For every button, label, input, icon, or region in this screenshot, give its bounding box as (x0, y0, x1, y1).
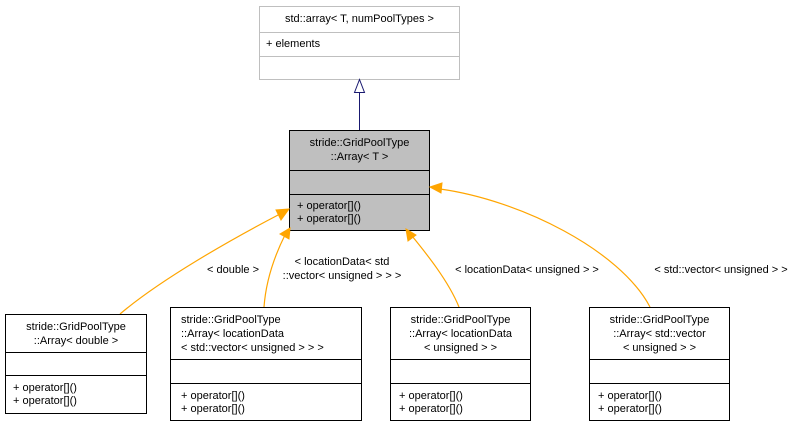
template-edge-double: < double > (119, 208, 291, 315)
derived-double-method: + operator[]() (13, 395, 77, 407)
derived-locationdata-vector-method: + operator[]() (181, 403, 245, 415)
derived-vector-unsigned-method: + operator[]() (598, 403, 662, 415)
base-class-title: std::array< T, numPoolTypes > (285, 13, 434, 25)
derived-locationdata-vector-title-line1: stride::GridPoolType (181, 314, 281, 326)
edge-label-vector-unsigned: < std::vector< unsigned > > (654, 264, 787, 276)
base-class-box[interactable]: std::array< T, numPoolTypes > + elements (259, 6, 460, 80)
derived-vector-unsigned-title-line1: stride::GridPoolType (610, 314, 710, 326)
template-edge-vector-unsigned: < std::vector< unsigned > > (428, 182, 788, 308)
main-class-method: + operator[]() (297, 200, 361, 212)
derived-locationdata-vector-title-line2: ::Array< locationData (181, 328, 285, 340)
derived-locationdata-unsigned-title-line1: stride::GridPoolType (411, 314, 511, 326)
derived-locationdata-unsigned-method: + operator[]() (399, 390, 463, 402)
edge-label-double: < double > (207, 264, 259, 276)
main-class-box[interactable]: stride::GridPoolType ::Array< T > + oper… (289, 130, 430, 231)
derived-double-title-line1: stride::GridPoolType (26, 321, 126, 333)
derived-class-locationdata-unsigned-box[interactable]: stride::GridPoolType ::Array< locationDa… (390, 307, 531, 421)
edge-label-locationdata-vector-line2: ::vector< unsigned > > > (283, 270, 402, 282)
main-class-method: + operator[]() (297, 213, 361, 225)
template-edge-locationdata-unsigned: < locationData< unsigned > > (405, 228, 599, 308)
main-class-title-line2: ::Array< T > (331, 151, 389, 163)
derived-double-title-line2: ::Array< double > (34, 335, 118, 347)
derived-locationdata-unsigned-title-line3: < unsigned > > (424, 342, 497, 354)
edge-label-locationdata-unsigned: < locationData< unsigned > > (455, 264, 599, 276)
derived-vector-unsigned-title-line2: ::Array< std::vector (613, 328, 706, 340)
base-class-attribute: + elements (266, 38, 321, 50)
derived-locationdata-vector-title-line3: < std::vector< unsigned > > > (181, 342, 324, 354)
edge-label-locationdata-vector-line1: < locationData< std (295, 256, 390, 268)
derived-vector-unsigned-method: + operator[]() (598, 390, 662, 402)
derived-double-method: + operator[]() (13, 382, 77, 394)
derived-locationdata-unsigned-method: + operator[]() (399, 403, 463, 415)
derived-class-double-box[interactable]: stride::GridPoolType ::Array< double > +… (5, 314, 147, 414)
derived-locationdata-vector-method: + operator[]() (181, 390, 245, 402)
derived-class-locationdata-vector-box[interactable]: stride::GridPoolType ::Array< locationDa… (170, 307, 362, 421)
derived-class-vector-unsigned-box[interactable]: stride::GridPoolType ::Array< std::vecto… (589, 307, 730, 421)
main-class-title-line1: stride::GridPoolType (310, 137, 410, 149)
derived-vector-unsigned-title-line3: < unsigned > > (623, 342, 696, 354)
template-edge-locationdata-vector: < locationData< std ::vector< unsigned >… (263, 227, 402, 308)
inheritance-edge (353, 78, 366, 130)
derived-locationdata-unsigned-title-line2: ::Array< locationData (409, 328, 513, 340)
